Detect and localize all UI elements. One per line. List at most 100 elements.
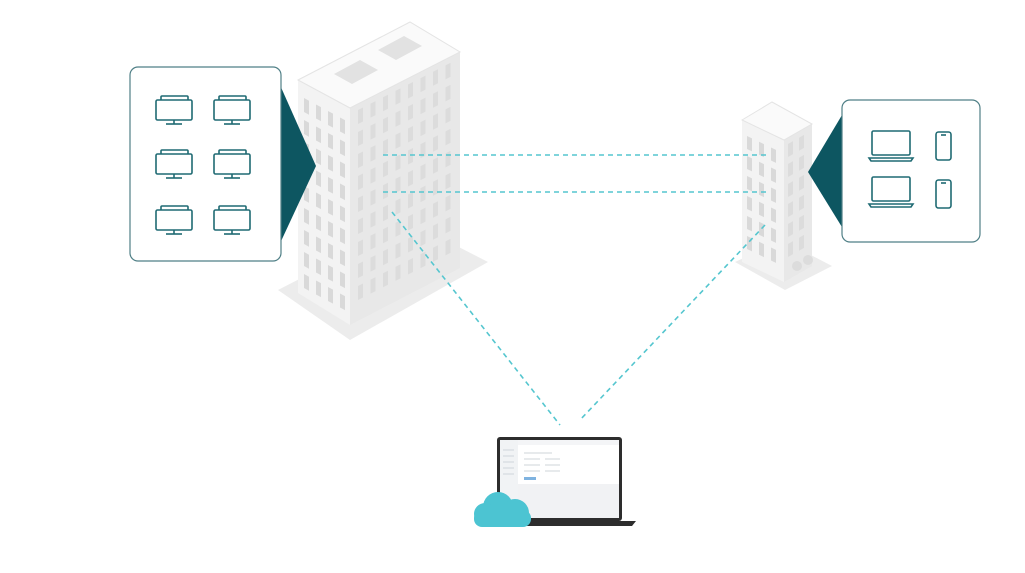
building-window xyxy=(788,181,793,197)
building-window xyxy=(408,235,413,253)
laptop-icon xyxy=(867,130,915,162)
building-window xyxy=(420,185,426,203)
building-window xyxy=(383,204,388,222)
building-window xyxy=(304,120,309,137)
building-window xyxy=(420,207,426,225)
building-window xyxy=(395,220,401,237)
building-window xyxy=(370,123,376,140)
building-window xyxy=(358,283,363,300)
building-window xyxy=(340,183,345,201)
branch-building xyxy=(735,101,832,290)
building-window xyxy=(747,236,752,252)
building-window xyxy=(383,160,388,178)
building-window xyxy=(370,233,376,250)
building-window xyxy=(420,75,426,93)
building-window xyxy=(408,81,413,99)
building-window xyxy=(771,167,776,183)
building-window xyxy=(304,252,309,269)
building-window xyxy=(433,91,438,108)
building-window xyxy=(799,234,804,251)
cloud-icon xyxy=(474,492,531,527)
building-window xyxy=(316,280,321,298)
building-window xyxy=(370,189,376,206)
hq-windows xyxy=(304,62,451,311)
mobile-phone-icon xyxy=(935,131,952,161)
building-window xyxy=(747,156,752,172)
building-window xyxy=(445,150,451,168)
building-window xyxy=(395,88,401,105)
building-window xyxy=(445,194,451,212)
building-window xyxy=(408,191,413,209)
building-window xyxy=(445,172,451,190)
building-window xyxy=(771,207,776,223)
laptop-icon xyxy=(867,176,915,208)
hq-device-grid xyxy=(155,95,251,235)
branch-to-cloud-link xyxy=(579,224,766,421)
building-window xyxy=(358,129,363,146)
building-window xyxy=(340,293,345,311)
building-window xyxy=(747,196,752,212)
building-window xyxy=(316,236,321,254)
building-window xyxy=(328,198,333,216)
building-window xyxy=(433,157,438,174)
building-window xyxy=(358,107,363,124)
building-window xyxy=(408,103,413,121)
building-window xyxy=(395,154,401,171)
building-window xyxy=(340,205,345,223)
building-window xyxy=(747,216,752,232)
building-window xyxy=(433,223,438,240)
branch-tree xyxy=(792,261,802,271)
hq-to-cloud-link xyxy=(391,211,561,426)
building-window xyxy=(408,257,413,275)
building-window xyxy=(328,264,333,282)
building-window xyxy=(358,195,363,212)
headquarters-building xyxy=(278,21,488,340)
building-window xyxy=(370,211,376,228)
building-window xyxy=(395,264,401,281)
building-window xyxy=(799,134,804,151)
building-window xyxy=(445,128,451,146)
hq-panel-box xyxy=(129,66,282,262)
building-window xyxy=(759,161,764,178)
building-window xyxy=(370,101,376,118)
building-window xyxy=(358,173,363,190)
building-window xyxy=(788,141,793,157)
building-window xyxy=(759,201,764,218)
building-window xyxy=(383,182,388,200)
building-window xyxy=(370,167,376,184)
building-window xyxy=(383,116,388,134)
building-window xyxy=(445,62,451,80)
branch-device-grid xyxy=(867,130,952,209)
building-window xyxy=(304,230,309,247)
network-links xyxy=(383,154,768,426)
cloud-controller-laptop xyxy=(474,437,636,527)
building-window xyxy=(395,110,401,127)
building-window xyxy=(304,274,309,291)
building-window xyxy=(316,192,321,210)
building-window xyxy=(340,227,345,245)
building-window xyxy=(420,141,426,159)
building-window xyxy=(328,110,333,128)
desktop-computer-icon xyxy=(213,95,251,125)
building-window xyxy=(759,141,764,158)
building-window xyxy=(420,229,426,247)
building-window xyxy=(408,147,413,165)
building-window xyxy=(340,139,345,157)
building-window xyxy=(316,148,321,166)
building-window xyxy=(445,84,451,102)
building-window xyxy=(433,135,438,152)
building-window xyxy=(799,194,804,211)
building-window xyxy=(383,94,388,112)
building-window xyxy=(420,119,426,137)
building-window xyxy=(340,271,345,289)
desktop-computer-icon xyxy=(155,95,193,125)
laptop-ui-button xyxy=(524,477,536,480)
building-window xyxy=(316,104,321,122)
building-window xyxy=(316,258,321,276)
building-window xyxy=(383,270,388,288)
building-window xyxy=(328,220,333,238)
building-window xyxy=(304,98,309,115)
building-window xyxy=(408,169,413,187)
building-window xyxy=(340,161,345,179)
